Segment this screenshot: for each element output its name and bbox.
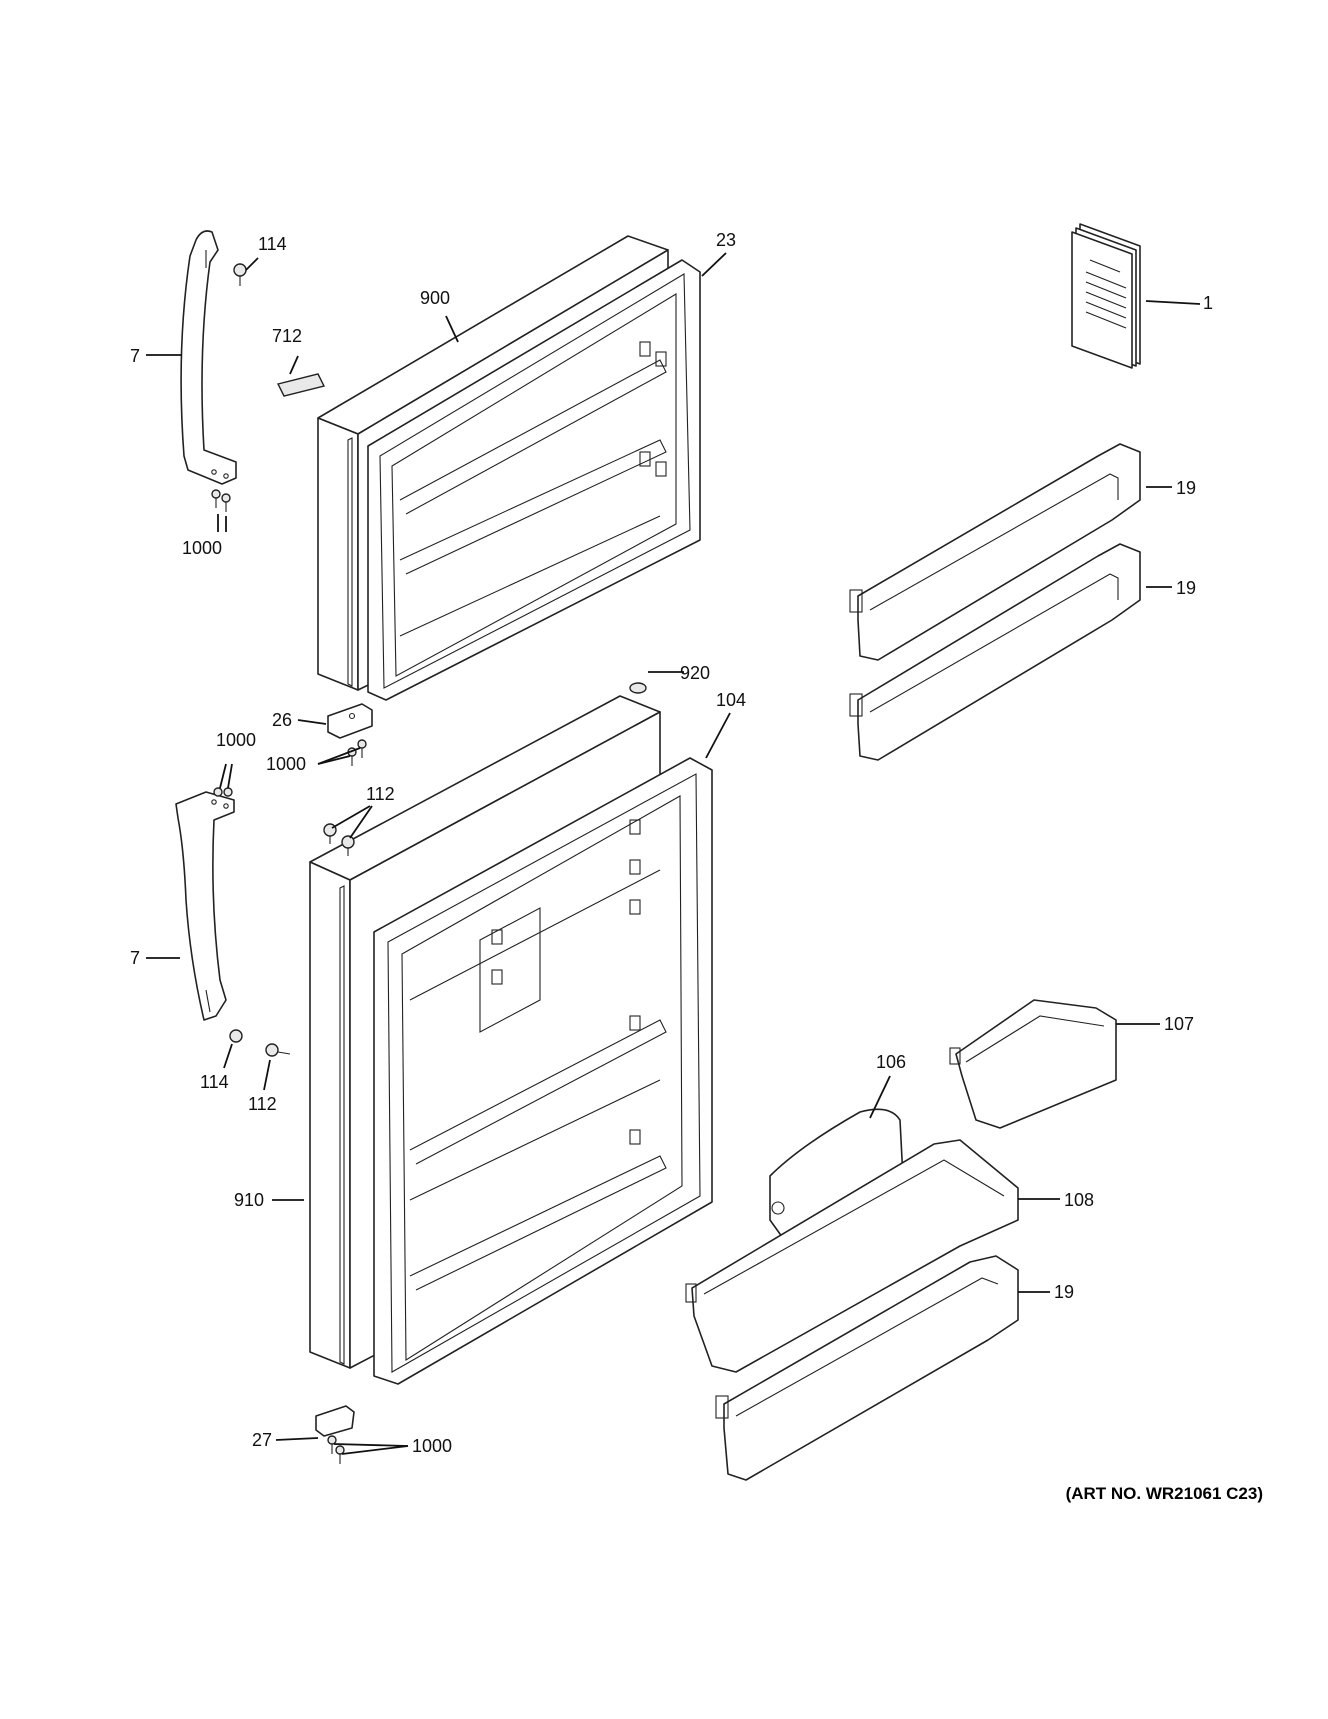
callout-27: 27 <box>252 1430 272 1450</box>
callout-7-lower: 7 <box>130 948 140 968</box>
door-bin-19-upper-a <box>849 443 1141 661</box>
hardware-parts <box>211 263 647 1464</box>
callout-114-lower: 114 <box>200 1072 229 1092</box>
callout-1000-bottom: 1000 <box>412 1436 452 1456</box>
callout-104: 104 <box>716 690 746 710</box>
callout-19-b: 19 <box>1176 578 1196 598</box>
door-bin-108 <box>685 1139 1019 1373</box>
callout-19-a: 19 <box>1176 478 1196 498</box>
lower-handle-7 <box>175 791 235 1021</box>
upper-handle-7 <box>180 230 237 485</box>
callout-112-upper: 112 <box>366 784 395 804</box>
dairy-bin-107 <box>949 999 1117 1129</box>
callout-1000-upper: 1000 <box>182 538 222 558</box>
callout-712: 712 <box>272 326 302 346</box>
callout-108: 108 <box>1064 1190 1094 1210</box>
callout-112-lower: 112 <box>248 1094 277 1114</box>
door-bin-19-lower <box>715 1255 1019 1481</box>
callout-1000-mid: 1000 <box>266 754 306 774</box>
callout-26: 26 <box>272 710 292 730</box>
door-bin-19-upper-b <box>849 543 1141 761</box>
callout-106: 106 <box>876 1052 906 1072</box>
callout-900: 900 <box>420 288 450 308</box>
owners-manual-1 <box>1071 223 1141 369</box>
fresh-food-door-gasket-104 <box>373 757 713 1385</box>
callout-107: 107 <box>1164 1014 1194 1034</box>
callout-1000-left: 1000 <box>216 730 256 750</box>
callout-910: 910 <box>234 1190 264 1210</box>
callout-23: 23 <box>716 230 736 250</box>
callout-labels: 114 7 712 900 23 1 19 19 1000 920 104 26… <box>130 230 1213 1456</box>
callout-920: 920 <box>680 663 710 683</box>
leader-lines <box>146 252 1201 1455</box>
callout-7-upper: 7 <box>130 346 140 366</box>
callout-1: 1 <box>1203 293 1213 313</box>
freezer-door-gasket-23 <box>367 259 701 701</box>
callout-114-upper: 114 <box>258 234 287 254</box>
callout-19-c: 19 <box>1054 1282 1074 1302</box>
art-number: (ART NO. WR21061 C23) <box>1066 1484 1263 1503</box>
